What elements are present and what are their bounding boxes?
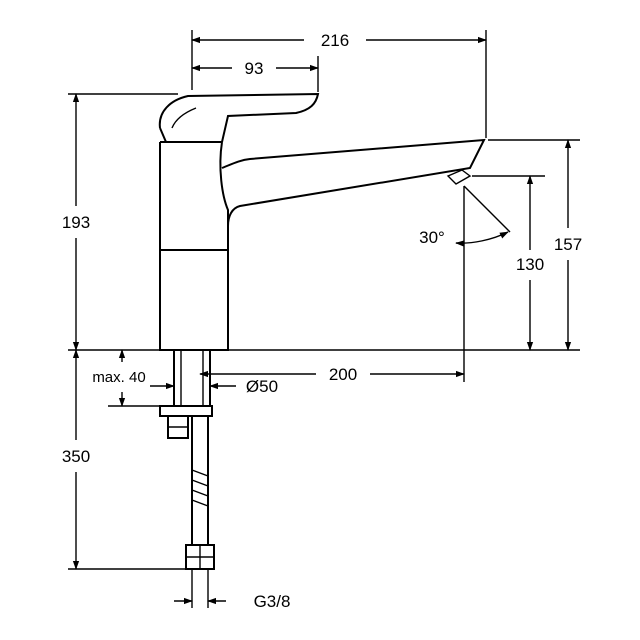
lever-handle	[158, 92, 320, 143]
dimension-157-label: 157	[554, 235, 582, 254]
dimension-93-label: 93	[245, 59, 264, 78]
dimension-157: 157	[554, 139, 582, 351]
faucet-body	[159, 141, 229, 351]
dimension-diameter-50: Ø50	[150, 377, 278, 396]
dimension-200: 200	[199, 365, 465, 384]
flexible-hose	[185, 416, 215, 570]
dimension-193: 193	[62, 93, 90, 351]
dimension-350: 350	[62, 349, 90, 570]
mounting-shank	[159, 349, 213, 439]
dimension-max-40-label: max. 40	[92, 369, 145, 386]
dimension-216: 216	[191, 31, 487, 50]
dimension-216-label: 216	[321, 31, 349, 50]
extension-lines	[68, 30, 580, 570]
dimension-diameter-50-label: Ø50	[246, 377, 278, 396]
dimension-angle-30-label: 30°	[419, 228, 445, 247]
dimension-angle-30: 30°	[419, 185, 511, 247]
spout	[221, 138, 486, 227]
dimension-350-label: 350	[62, 447, 90, 466]
dimension-130-label: 130	[516, 255, 544, 274]
dimension-130: 130	[516, 175, 544, 351]
dimension-200-label: 200	[329, 365, 357, 384]
dimension-max-40: max. 40	[92, 349, 146, 407]
dimension-93: 93	[191, 59, 319, 78]
dimension-g38: G3/8	[174, 569, 290, 611]
dimension-g38-label: G3/8	[254, 592, 291, 611]
dimension-193-label: 193	[62, 213, 90, 232]
